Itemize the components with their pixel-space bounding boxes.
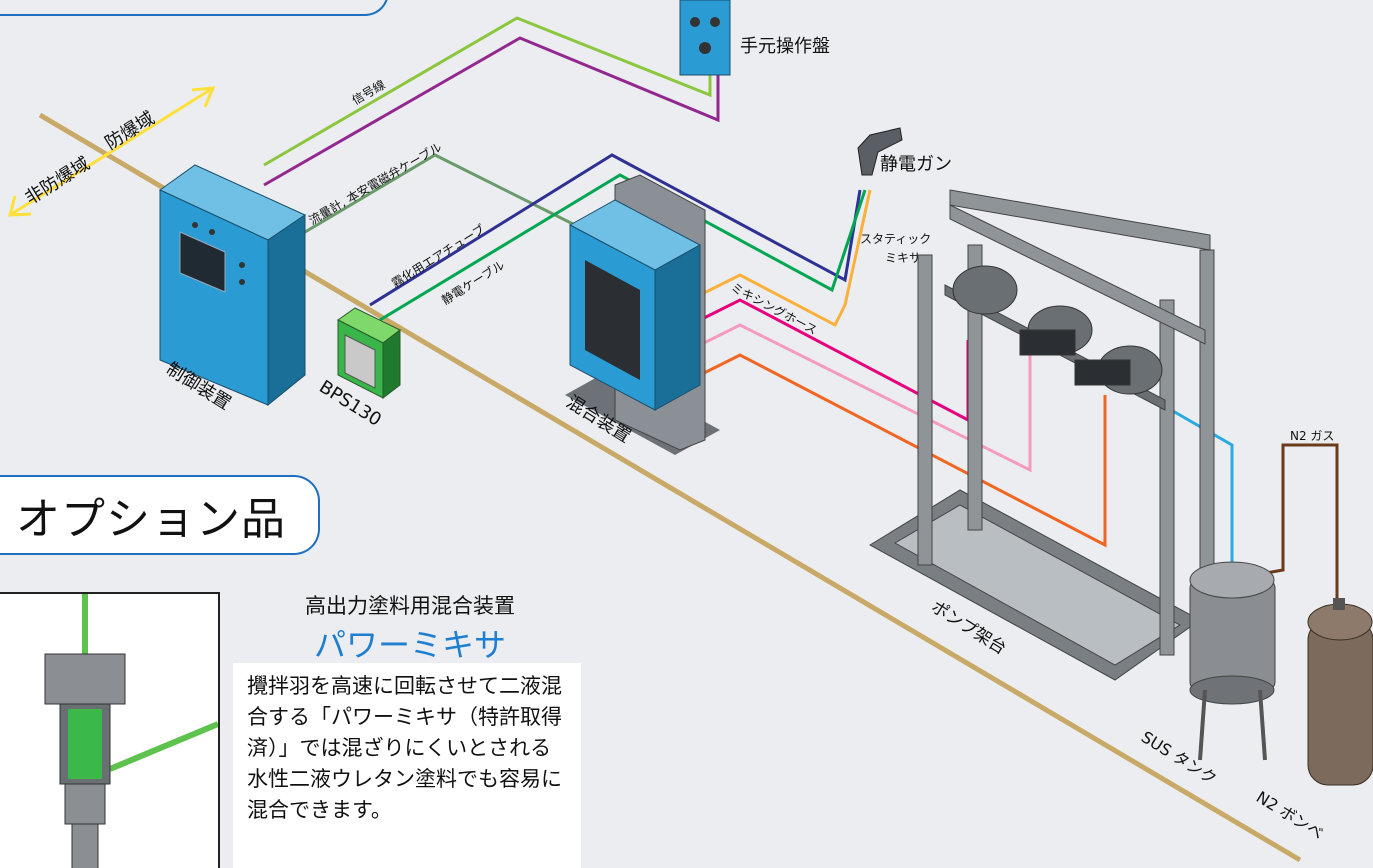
power-mixer-image: [0, 592, 220, 868]
hose-pink: [699, 323, 1032, 473]
n2-gas-label: N2 ガス: [1290, 429, 1334, 443]
hose-orange: [699, 353, 1107, 548]
sus-tank-label: SUS タンク: [1138, 727, 1220, 788]
electrostatic-gun-label: 静電ガン: [880, 154, 952, 175]
control-unit: [159, 164, 307, 407]
signal-cable: [263, 16, 712, 167]
n2-cylinder: [1307, 598, 1373, 786]
sus-tank: [1189, 561, 1276, 761]
power-mixer-title: パワーミキサ: [313, 626, 506, 664]
hose-cyan: [1144, 393, 1234, 565]
pump-units: [952, 265, 1163, 395]
non-explosion-zone-label: 非防爆域: [22, 153, 94, 209]
bps130-unit: [337, 307, 401, 400]
flowmeter-label: 流量計, 本安電磁弁ケーブル: [306, 139, 444, 227]
explosion-zone-label: 防爆域: [102, 108, 159, 154]
static-mixer-label-2: ミキサ: [885, 251, 921, 265]
static-mixer-label: スタティック: [860, 232, 931, 246]
power-mixer-description: 攪拌羽を高速に回転させて二液混合する「パワーミキサ（特許取得済）」では混ざりにく…: [233, 663, 581, 868]
option-heading: オプション品: [0, 475, 320, 555]
mixing-hose: [699, 189, 872, 328]
electrostatic-cable: [379, 173, 867, 322]
electrostatic-gun: [857, 127, 903, 176]
hand-panel: [679, 0, 731, 76]
air-buzzer-tube: [263, 36, 720, 187]
mixing-unit: [565, 174, 720, 455]
cable-group: [263, 16, 1339, 600]
atomize-air-tube: [369, 153, 862, 307]
flowmeter-cable: [299, 153, 576, 237]
n2-gas-line: [1254, 443, 1339, 600]
zone-arrow: [8, 86, 216, 217]
pump-frame: [869, 189, 1215, 681]
n2-cylinder-label: N2 ボンベ: [1253, 787, 1327, 843]
power-mixer-subtitle: 高出力塗料用混合装置: [305, 594, 515, 618]
hand-panel-label: 手元操作盤: [740, 36, 830, 57]
